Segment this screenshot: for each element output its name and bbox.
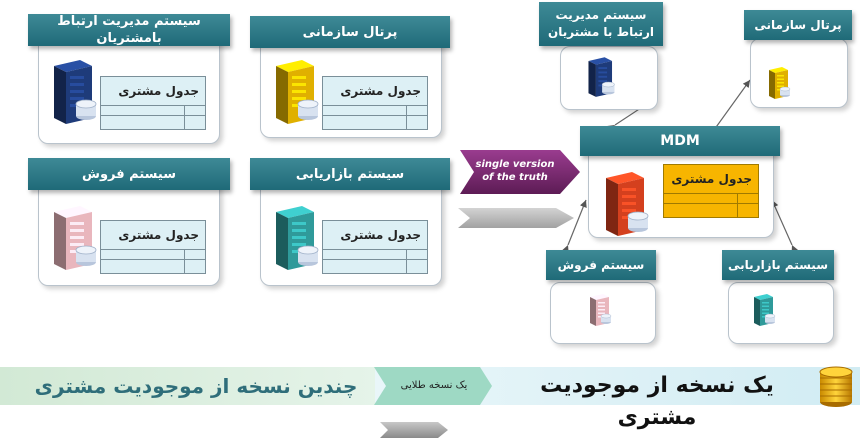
mdm-table-title: جدول مشتری: [664, 165, 758, 194]
mdm-header: MDM: [580, 126, 780, 156]
right-portal-card: [750, 38, 848, 108]
marketing-system-title: سیستم بازاریابی: [295, 166, 405, 182]
crm-system-header: سیستم مدیریت ارتباط بامشتریان: [28, 14, 230, 46]
single-version-label-line1: single version: [475, 159, 555, 170]
bottom-shadow-arrow: [380, 422, 448, 438]
crm-server-icon: [50, 58, 98, 130]
mdm-title: MDM: [660, 132, 700, 149]
right-crm-title-line1: سیستم مدیریت: [555, 8, 647, 22]
sales-customer-table: جدول مشتری: [100, 220, 206, 274]
right-crm-title-line2: ارتباط با مشتریان: [547, 25, 655, 39]
right-crm-server-icon: [586, 56, 616, 102]
mdm-server-icon: [602, 170, 650, 242]
portal-system-header: پرتال سازمانی: [250, 16, 450, 48]
sales-table-title: جدول مشتری: [101, 221, 205, 250]
right-marketing-server-icon: [752, 293, 776, 331]
banner-left-text: چندین نسخه از موجودیت مشتری: [34, 374, 358, 398]
portal-customer-table: جدول مشتری: [322, 76, 428, 130]
right-sales-header: سیستم فروش: [546, 250, 656, 280]
gold-coins-icon: [819, 366, 853, 407]
connector-portal: [706, 79, 751, 138]
connector-marketing: [771, 199, 799, 254]
portal-table-title: جدول مشتری: [323, 77, 427, 106]
marketing-table-title: جدول مشتری: [323, 221, 427, 250]
right-portal-header: پرتال سازمانی: [744, 10, 852, 40]
sales-system-title: سیستم فروش: [82, 166, 176, 182]
right-portal-title: پرتال سازمانی: [754, 17, 842, 32]
right-sales-server-icon: [588, 293, 612, 331]
mdm-customer-table: جدول مشتری: [663, 164, 759, 218]
banner-left: [0, 367, 390, 405]
connector-sales: [561, 199, 587, 254]
right-crm-header: سیستم مدیریت ارتباط با مشتریان: [539, 2, 663, 46]
right-marketing-title: سیستم بازاریابی: [728, 257, 828, 272]
single-version-label: single version of the truth: [470, 158, 560, 184]
crm-table-title: جدول مشتری: [101, 77, 205, 106]
right-marketing-header: سیستم بازاریابی: [722, 250, 834, 280]
golden-version-tag-shape: [374, 367, 492, 405]
marketing-server-icon: [272, 204, 320, 276]
marketing-customer-table: جدول مشتری: [322, 220, 428, 274]
crm-customer-table: جدول مشتری: [100, 76, 206, 130]
banner-right-text: یک نسخه از موجودیت مشتری: [540, 373, 774, 430]
marketing-system-header: سیستم بازاریابی: [250, 158, 450, 190]
single-version-arrow: [458, 150, 580, 228]
portal-server-icon: [272, 58, 320, 130]
single-version-label-line2: of the truth: [482, 172, 548, 183]
right-sales-title: سیستم فروش: [557, 257, 645, 272]
right-portal-server-icon: [767, 66, 791, 104]
sales-system-header: سیستم فروش: [28, 158, 230, 190]
sales-server-icon: [50, 204, 98, 276]
crm-system-title: سیستم مدیریت ارتباط بامشتریان: [57, 14, 201, 46]
golden-version-label: یک نسخه طلایی: [400, 380, 468, 391]
right-marketing-card: [728, 282, 834, 344]
portal-system-title: پرتال سازمانی: [302, 24, 398, 40]
